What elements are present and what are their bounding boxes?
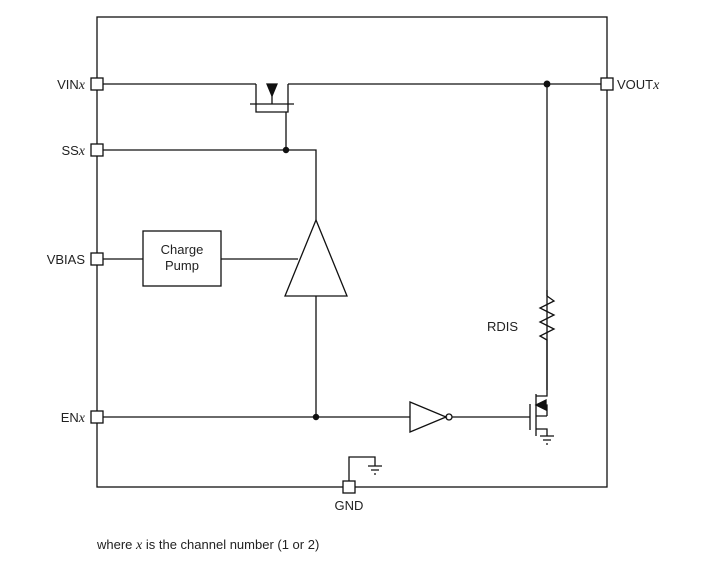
fet-ground-symbol [540,435,554,445]
ss-pin-label: SSx [61,143,85,159]
vout-pin [600,77,614,91]
en-pin-label: ENx [61,410,86,426]
en-pin [90,410,104,424]
pass-fet [250,83,294,150]
ss-pin [90,143,104,157]
ss-node [282,146,290,154]
inverter [409,401,448,433]
vbias-pin-label: VBIAS [47,252,86,267]
driver-amplifier [284,218,348,297]
charge-pump-label-line1: Charge [161,242,204,257]
rdis-label: RDIS [487,319,518,334]
discharge-fet [529,290,548,436]
vin-pin [90,77,104,91]
vout-pin-label: VOUTx [617,77,660,93]
gnd-internal-wire [348,456,376,481]
gnd-pin-label: GND [335,498,364,513]
en-node [312,413,320,421]
vin-pin-label: VINx [57,77,86,93]
vout-node [543,80,551,88]
charge-pump-label-line2: Pump [165,258,199,273]
rdis-resistor [538,295,556,390]
footnote: where x is the channel number (1 or 2) [97,537,320,553]
gnd-pin [342,480,356,494]
ss-line [103,149,317,220]
vbias-pin [90,252,104,266]
gnd-ground-symbol [368,465,382,475]
